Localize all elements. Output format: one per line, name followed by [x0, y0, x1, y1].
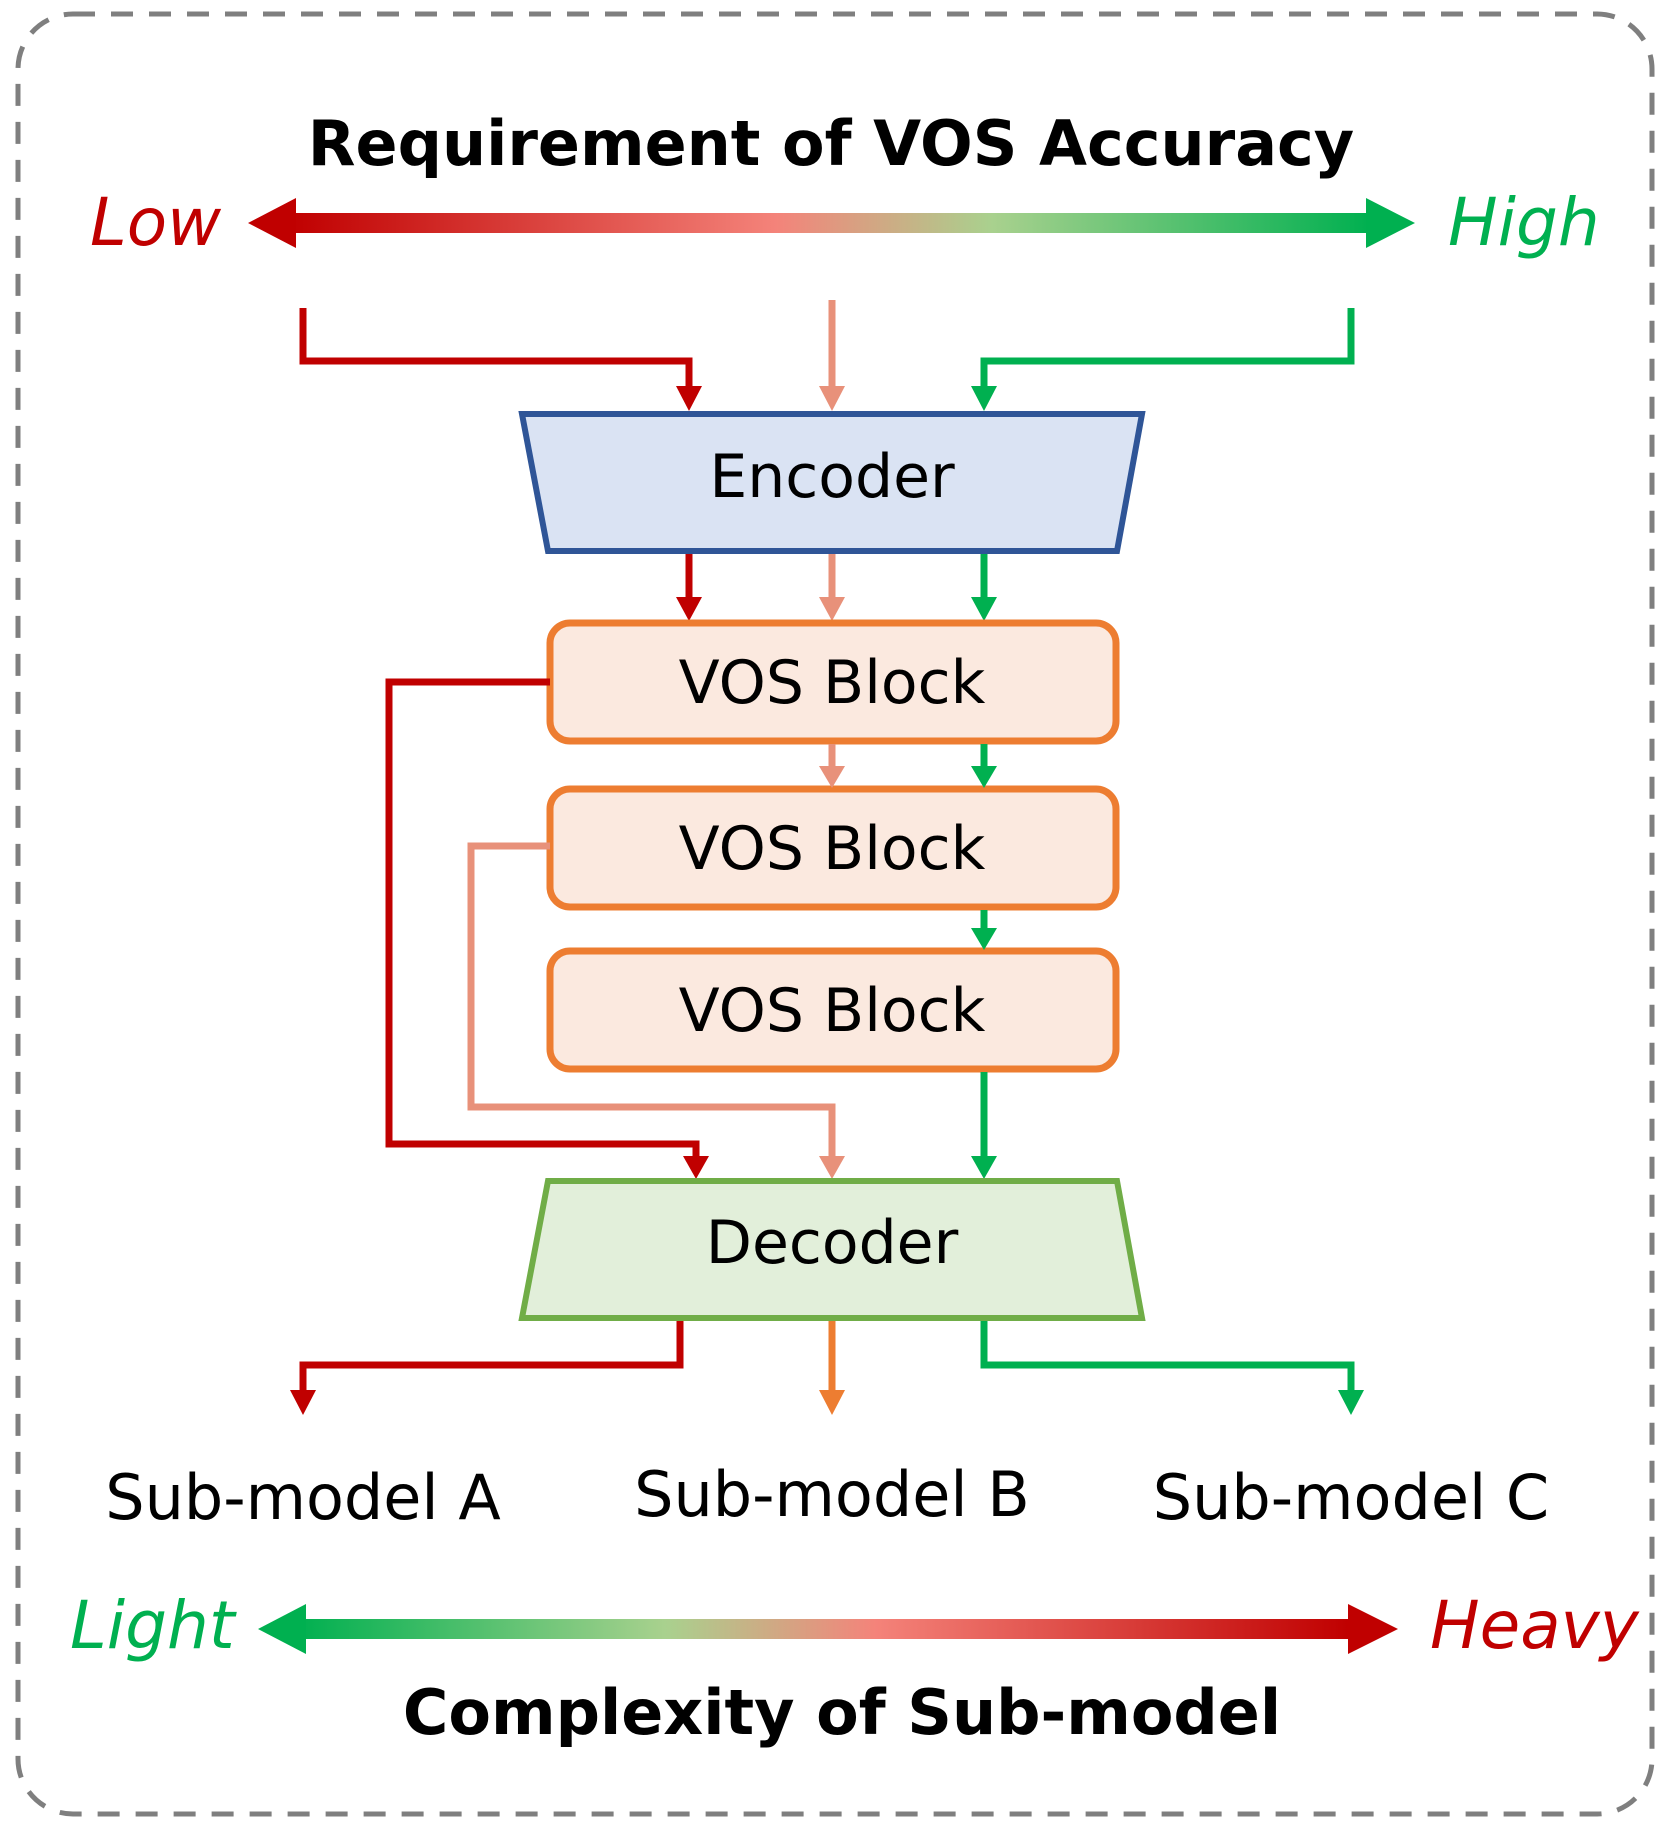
- top-gradient-arrow: [248, 198, 1415, 248]
- bottom-gradient-arrow: [258, 1604, 1398, 1654]
- output-arrow-c: [980, 1321, 1355, 1394]
- vos-block-2-label: VOS Block: [679, 814, 986, 884]
- bottom-axis-heavy-label: Heavy: [1430, 1587, 1640, 1664]
- top-axis-high-label: High: [1448, 184, 1600, 261]
- output-arrow-a: [299, 1321, 684, 1394]
- submodel-b-label: Sub-model B: [634, 1458, 1030, 1531]
- submodel-c-label: Sub-model C: [1153, 1461, 1549, 1534]
- decoder-label: Decoder: [706, 1208, 959, 1278]
- bottom-axis-title: Complexity of Sub-model: [403, 1676, 1281, 1749]
- vos-block-3: [546, 947, 1120, 1073]
- submodel-a-label: Sub-model A: [105, 1461, 501, 1534]
- outer-dashed-frame: [15, 11, 1655, 1817]
- skip-path-mid: [467, 842, 836, 1160]
- top-axis-low-label: Low: [90, 184, 222, 261]
- bottom-axis-light-label: Light: [70, 1587, 237, 1664]
- encoder-label: Encoder: [709, 442, 955, 512]
- vos-block-1-label: VOS Block: [679, 648, 986, 718]
- input-arrow-low: [299, 308, 693, 390]
- vos-block-3-label: VOS Block: [679, 976, 986, 1046]
- input-arrow-high: [980, 308, 1355, 390]
- skip-path-low: [385, 678, 700, 1160]
- decoder-block: [518, 1178, 1146, 1321]
- top-axis-title: Requirement of VOS Accuracy: [308, 107, 1354, 180]
- encoder-block: [518, 411, 1146, 554]
